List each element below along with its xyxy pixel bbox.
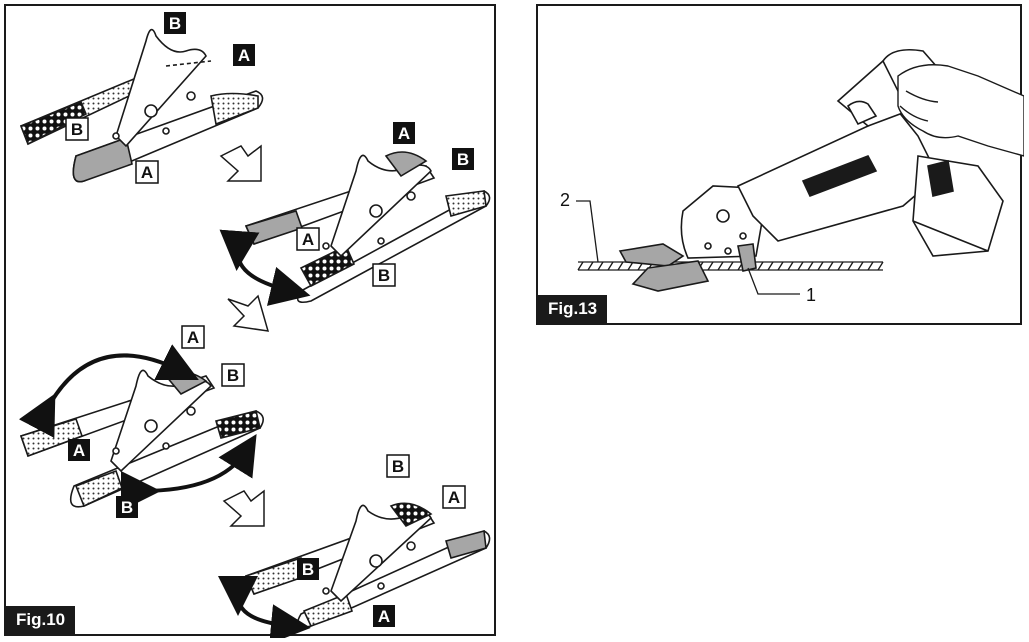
svg-text:A: A <box>448 488 460 507</box>
svg-text:B: B <box>121 498 133 517</box>
label-a-stage1-bottom: A <box>141 163 153 182</box>
stage-1-labels: B A B A <box>65 12 255 184</box>
callout-1: 1 <box>806 285 816 305</box>
rotate-arrow-icon <box>120 434 257 512</box>
svg-text:A: A <box>302 230 314 249</box>
blade-assembly-stage-4 <box>244 502 491 628</box>
label-b-stage1-left: B <box>71 120 83 139</box>
blade-assembly-stage-1 <box>19 28 264 183</box>
sequence-arrow-icon <box>219 144 262 182</box>
fig10-panel: B A B A A B A B <box>4 4 496 638</box>
shear-attachment <box>618 185 764 292</box>
svg-text:A: A <box>73 441 85 460</box>
blade-assembly-stage-2 <box>244 151 491 304</box>
callout-2: 2 <box>560 190 570 210</box>
stage-2-labels: A B A B <box>296 122 474 287</box>
svg-text:B: B <box>392 457 404 476</box>
sequence-arrow-icon <box>222 489 265 527</box>
rotate-arrow-icon <box>217 575 311 638</box>
svg-text:B: B <box>378 266 390 285</box>
svg-text:A: A <box>187 328 199 347</box>
leader-line-2 <box>576 200 599 263</box>
rotate-arrow-icon <box>219 229 311 306</box>
svg-text:A: A <box>378 607 390 626</box>
workpiece-sheet <box>577 261 884 271</box>
stage-4-labels: B A B A <box>297 454 466 627</box>
rotate-arrow-icon <box>18 344 199 439</box>
fig13-drawing: 2 1 <box>560 48 1024 305</box>
sequence-arrow-icon <box>227 294 270 332</box>
fig13-panel: 2 1 Fig.13 <box>536 4 1024 325</box>
svg-text:B: B <box>457 150 469 169</box>
svg-text:B: B <box>302 560 314 579</box>
label-b-stage1-top: B <box>169 14 181 33</box>
stage-3-labels: A B A B <box>68 325 245 518</box>
svg-text:A: A <box>398 124 410 143</box>
svg-text:B: B <box>227 366 239 385</box>
label-a-stage1-right: A <box>238 46 250 65</box>
fig10-drawing: B A B A A B A B <box>18 12 491 638</box>
fig13-caption: Fig.13 <box>538 295 608 323</box>
leader-line-1 <box>747 267 800 295</box>
operator-hand <box>897 64 1024 157</box>
fig10-caption: Fig.10 <box>6 606 76 634</box>
